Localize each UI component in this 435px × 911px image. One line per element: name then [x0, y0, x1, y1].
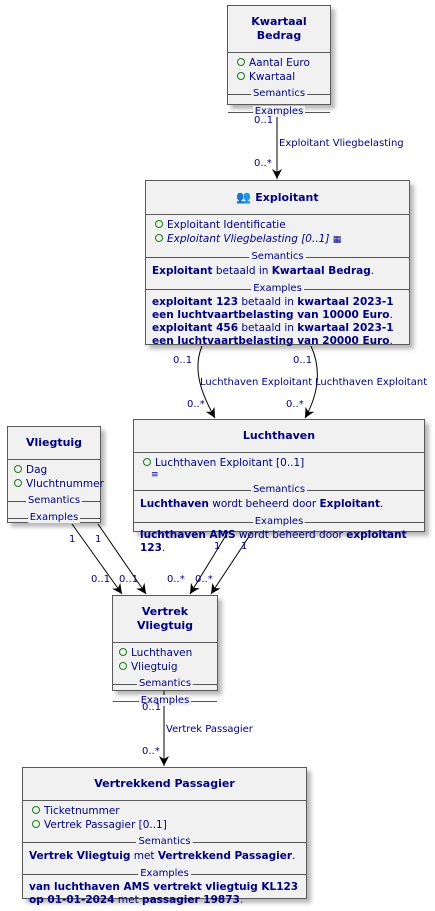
attribute-item: Vertrek Passagier [0..1]	[32, 818, 306, 832]
attribute-item: Kwartaal	[237, 70, 330, 84]
entity-exploitant[interactable]: 👥Exploitant Exploitant Identificatie Exp…	[145, 180, 410, 347]
entity-vliegtuig[interactable]: Vliegtuig Dag Vluchtnummer Semantics Exa…	[7, 426, 104, 524]
attribute-item: Exploitant Vliegbelasting [0..1] ▦	[155, 232, 409, 247]
entity-title: Vertrekkend Passagier	[23, 768, 306, 801]
semantics-text: Exploitant betaald in Kwartaal Bedrag.	[152, 265, 375, 277]
multiplicity-label: 0..1	[119, 574, 139, 585]
entity-title: Kwartaal Bedrag	[228, 6, 330, 53]
attribute-list: Luchthaven Exploitant [0..1] ≡	[134, 453, 424, 483]
semantics-separator: Semantics	[228, 87, 330, 100]
attribute-icon	[155, 234, 163, 242]
multiplicity-label: 0..1	[293, 355, 313, 366]
relation-label: Luchthaven Exploitant	[200, 377, 313, 388]
relation-line-vliegtuig-vertrek-2	[97, 523, 147, 595]
semantics-separator: Semantics	[113, 677, 217, 690]
semantics-separator: Semantics	[146, 250, 409, 263]
relation-label: Vertrek Passagier	[166, 724, 253, 735]
attribute-list: Ticketnummer Vertrek Passagier [0..1]	[23, 801, 306, 835]
attribute-icon	[119, 648, 127, 656]
actor-icon: 👥	[236, 190, 252, 204]
attribute-item: Aantal Euro	[237, 56, 330, 70]
multiplicity-label: 0..1	[91, 574, 111, 585]
entity-title: 👥Exploitant	[146, 181, 409, 215]
multiplicity-label: 0..1	[254, 115, 274, 126]
examples-separator: Examples	[113, 694, 217, 707]
attribute-item: Vliegtuig	[119, 660, 217, 674]
attribute-icon	[237, 58, 245, 66]
attribute-item: Ticketnummer	[32, 804, 306, 818]
semantics-separator: Semantics	[134, 483, 424, 496]
multiplicity-label: 0..1	[142, 702, 162, 713]
multiplicity-label: 0..1	[173, 355, 193, 366]
multiplicity-label: 0..*	[187, 399, 205, 410]
entity-kwartaal-bedrag[interactable]: Kwartaal Bedrag Aantal Euro Kwartaal Sem…	[227, 5, 331, 117]
relation-line-exploitant-luchthaven-2	[304, 345, 318, 419]
example-item: exploitant 456 betaald in kwartaal 2023-…	[152, 322, 394, 347]
examples-text: luchthaven AMS wordt beheerd door exploi…	[140, 529, 407, 554]
multiplicity-label: 0..*	[142, 746, 160, 757]
examples-separator: Examples	[134, 515, 424, 528]
examples-separator: Examples	[228, 105, 330, 118]
semantics-separator: Semantics	[23, 835, 306, 848]
attribute-icon	[14, 465, 22, 473]
multiplicity-label: 0..*	[254, 158, 272, 169]
entity-title: Luchthaven	[134, 420, 424, 453]
relation-line-luchthaven-vertrek-1	[189, 531, 229, 595]
relation-line-luchthaven-vertrek-2	[210, 531, 253, 595]
relation-label: Luchthaven Exploitant	[315, 377, 428, 388]
entity-title: Vertrek Vliegtuig	[113, 596, 217, 643]
relation-line-exploitant-luchthaven-1	[197, 345, 216, 419]
examples-separator: Examples	[8, 511, 100, 524]
list-icon: ≡	[151, 470, 159, 480]
semantics-separator: Semantics	[8, 494, 100, 507]
multiplicity-label: 0..*	[286, 399, 304, 410]
attribute-list: Luchthaven Vliegtuig	[113, 643, 217, 677]
attribute-icon	[32, 820, 40, 828]
semantics-text: Luchthaven wordt beheerd door Exploitant…	[140, 498, 384, 510]
examples-separator: Examples	[146, 282, 409, 295]
calculator-icon: ▦	[332, 235, 342, 245]
attribute-list: Dag Vluchtnummer	[8, 460, 104, 494]
attribute-icon	[143, 458, 151, 466]
multiplicity-label: 1	[69, 534, 76, 545]
attribute-icon	[237, 72, 245, 80]
attribute-list: Exploitant Identificatie Exploitant Vlie…	[146, 215, 409, 250]
relation-label: Exploitant Vliegbelasting	[279, 138, 404, 149]
semantics-text: Vertrek Vliegtuig met Vertrekkend Passag…	[29, 850, 296, 862]
example-item: exploitant 123 betaald in kwartaal 2023-…	[152, 296, 394, 321]
entity-luchthaven[interactable]: Luchthaven Luchthaven Exploitant [0..1] …	[133, 419, 425, 554]
entity-vertrek-vliegtuig[interactable]: Vertrek Vliegtuig Luchthaven Vliegtuig S…	[112, 595, 218, 706]
examples-text: van luchthaven AMS vertrekt vliegtuig KL…	[29, 881, 299, 906]
attribute-item: Dag	[14, 463, 100, 477]
attribute-item: Luchthaven Exploitant [0..1]	[143, 456, 424, 470]
entity-vertrekkend-passagier[interactable]: Vertrekkend Passagier Ticketnummer Vertr…	[22, 767, 307, 906]
multiplicity-label: 0..*	[195, 574, 213, 585]
multiplicity-label: 1	[241, 541, 248, 552]
relation-line-vliegtuig-vertrek-1	[71, 523, 123, 595]
attribute-icon	[32, 806, 40, 814]
attribute-list: Aantal Euro Kwartaal	[228, 53, 330, 87]
entity-title: Vliegtuig	[8, 427, 100, 460]
examples-separator: Examples	[23, 867, 306, 880]
attribute-icon	[155, 220, 163, 228]
attribute-icon	[119, 662, 127, 670]
examples-text: exploitant 123 betaald in kwartaal 2023-…	[146, 295, 409, 352]
attribute-item: Luchthaven	[119, 646, 217, 660]
attribute-item: Exploitant Identificatie	[155, 218, 409, 232]
attribute-icon	[14, 479, 22, 487]
multiplicity-label: 0..*	[167, 574, 185, 585]
multiplicity-label: 1	[95, 534, 102, 545]
attribute-item: Vluchtnummer	[14, 477, 104, 491]
multiplicity-label: 1	[214, 541, 221, 552]
